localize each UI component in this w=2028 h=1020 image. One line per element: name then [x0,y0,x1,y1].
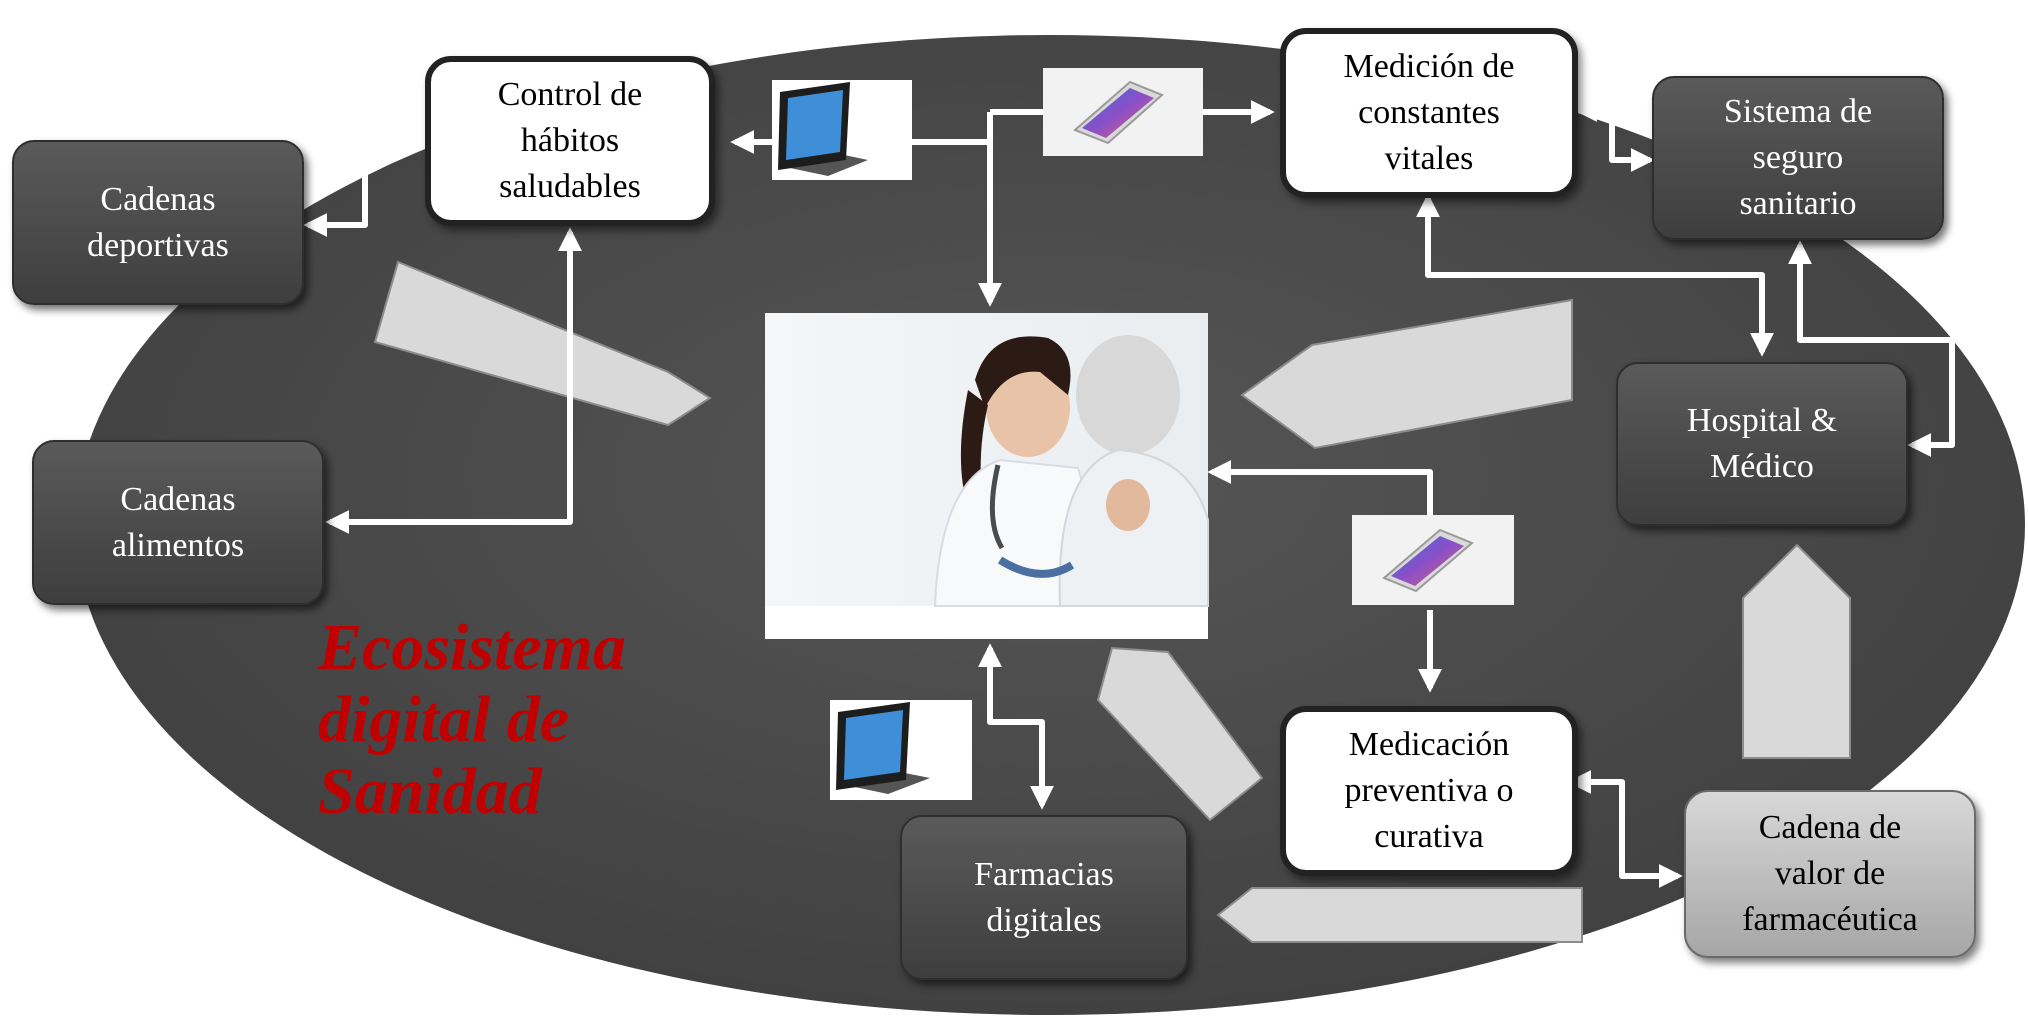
node-medicion-constantes-label: Medición de constantes vitales [1343,48,1515,177]
node-medicacion: Medicación preventiva o curativa [1280,706,1578,876]
node-hospital-medico-label: Hospital & Médico [1686,402,1838,485]
tablet-icon [830,700,972,800]
tablet-icon [772,80,912,180]
node-cadenas-deportivas-label: Cadenas deportivas [87,180,229,264]
arrow-seguro-hospital [1788,240,1955,457]
node-farmacias-digitales-label: Farmacias digitales [974,855,1114,939]
big-arrow-diagonal [1096,646,1264,822]
node-cadenas-alimentos: Cadenas alimentos [32,440,324,605]
node-farmacias-digitales: Farmacias digitales [900,815,1188,980]
diagram-title-text: Ecosistema digital de Sanidad [318,611,626,828]
center-photo [765,313,1209,639]
node-hospital-medico: Hospital & Médico [1616,362,1908,526]
smartphone-icon [1043,68,1203,156]
node-sistema-seguro: Sistema de seguro sanitario [1652,76,1944,240]
node-cadena-valor: Cadena de valor de farmacéutica [1684,790,1976,958]
big-arrow-up-right [1742,543,1851,759]
node-control-habitos-label: Control de hábitos saludables [497,76,643,205]
node-sistema-seguro-label: Sistema de seguro sanitario [1723,93,1873,222]
arrow-to-photo-from-right [1207,460,1433,515]
arrow-photo-farmacias [978,643,1054,810]
node-cadenas-deportivas: Cadenas deportivas [12,140,304,305]
node-cadena-valor-label: Cadena de valor de farmacéutica [1742,809,1918,938]
node-control-habitos: Control de hábitos saludables [425,56,715,226]
arrow-control-deportivas [303,137,425,237]
arrow-medicion-hospital [1416,193,1774,357]
node-medicacion-label: Medicación preventiva o curativa [1344,726,1514,855]
arrow-medicion-seguro [1573,98,1655,172]
node-cadenas-alimentos-label: Cadenas alimentos [111,480,245,564]
big-arrow-bottom [1216,887,1583,943]
arrow-medicacion-cadena [1567,770,1683,888]
node-medicion-constantes: Medición de constantes vitales [1280,28,1578,198]
arrow-control-alimentos [325,227,582,534]
diagram-title: Ecosistema digital de Sanidad [318,612,638,828]
smartphone-icon [1352,515,1514,605]
